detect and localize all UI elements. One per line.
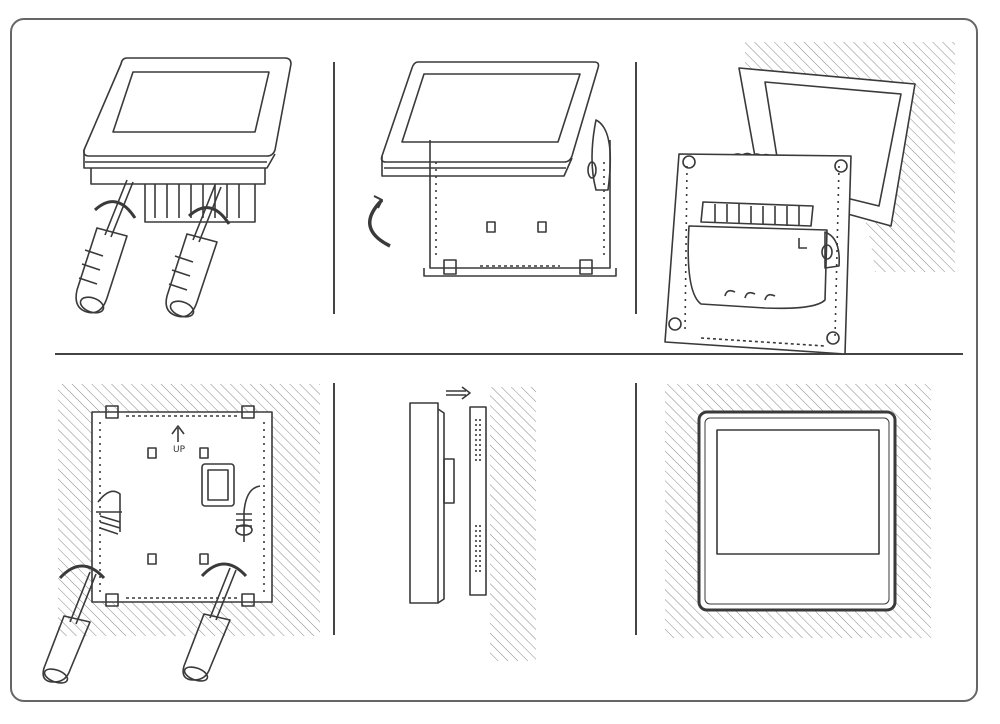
step-3-illustration xyxy=(664,42,955,355)
step-4-illustration: UP xyxy=(42,384,320,684)
step-5-illustration xyxy=(409,386,536,661)
vertical-separator-bottom-left xyxy=(333,383,335,635)
step-2-panel xyxy=(360,50,620,280)
side-lug xyxy=(824,231,841,269)
slide-arrow-icon xyxy=(446,386,471,400)
rotate-arrow-left-icon xyxy=(93,200,137,219)
screwdriver-left xyxy=(75,179,134,314)
wall-screw-right xyxy=(235,513,253,536)
device-screen xyxy=(716,429,880,555)
step-1-panel xyxy=(55,50,325,320)
step-6-panel xyxy=(665,382,935,642)
rotate-arrow-right-icon xyxy=(200,562,248,578)
screwdriver-right xyxy=(165,184,222,318)
terminal-block xyxy=(700,201,814,227)
device-front-edge xyxy=(83,150,276,169)
step-3-panel xyxy=(664,42,975,360)
relay-housing xyxy=(687,225,828,310)
up-label: UP xyxy=(173,445,186,455)
vertical-separator-top-right xyxy=(635,62,637,314)
device-side-view xyxy=(409,402,439,604)
rotate-arrow-left-icon xyxy=(58,564,106,580)
step-5-panel xyxy=(400,385,560,665)
device-screen xyxy=(401,73,581,143)
step-6-illustration xyxy=(665,384,931,638)
device-faceplate xyxy=(380,61,600,163)
backplate-side-view xyxy=(469,406,487,596)
step-4-panel: UP xyxy=(30,382,325,684)
side-bracket xyxy=(591,119,612,191)
vertical-separator-top-left xyxy=(333,62,335,314)
back-plate xyxy=(429,140,611,269)
device-screen xyxy=(112,71,270,133)
screwdriver-right xyxy=(182,567,237,682)
step-1-illustration xyxy=(75,57,292,318)
step-2-illustration xyxy=(368,61,617,277)
outer-frame xyxy=(10,18,978,702)
rotate-arrow-right-icon xyxy=(187,206,231,225)
wiring-backplate xyxy=(664,153,852,355)
horizontal-separator xyxy=(55,353,963,355)
connector-socket xyxy=(201,463,235,507)
vertical-separator-bottom-right xyxy=(635,383,637,635)
device-top-face xyxy=(83,57,292,157)
back-plate xyxy=(90,168,266,185)
up-arrow-icon xyxy=(171,425,185,442)
installed-device xyxy=(697,410,897,612)
wall-hatch xyxy=(490,387,536,661)
wall-screw-left xyxy=(96,511,122,535)
rotate-back-arrow-icon xyxy=(368,198,391,248)
screwdriver-left xyxy=(42,571,97,684)
